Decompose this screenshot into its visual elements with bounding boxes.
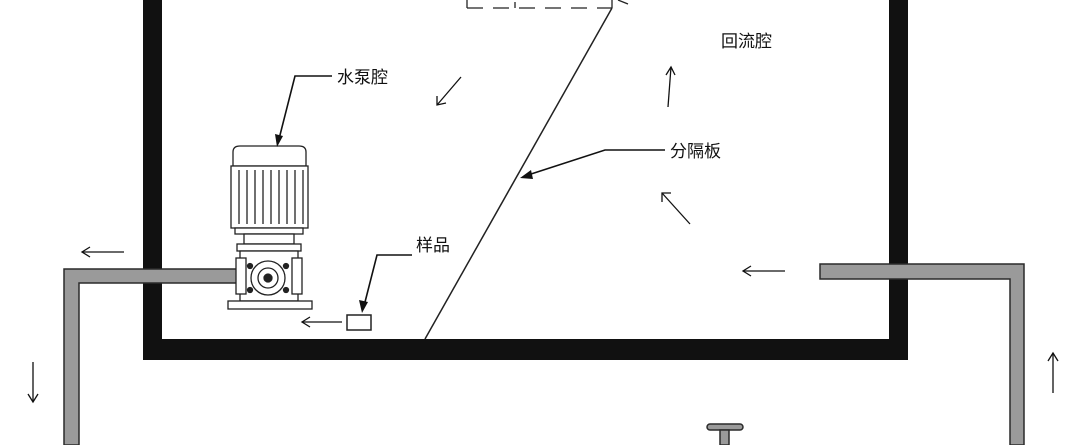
leader-partition xyxy=(527,149,665,176)
pump-icon xyxy=(227,145,313,310)
label-sample: 样品 xyxy=(416,236,450,256)
motor-fins xyxy=(238,170,304,224)
top-dashed-component xyxy=(466,0,629,9)
label-partition: 分隔板 xyxy=(670,142,721,162)
flow-arrow-pump-chamber xyxy=(436,76,462,106)
flow-arrow-return-up xyxy=(665,65,676,108)
flow-arrow-sample-left xyxy=(300,316,342,328)
label-pump-chamber: 水泵腔 xyxy=(337,68,388,88)
flow-arrow-icon xyxy=(27,65,1059,404)
leader-sample xyxy=(363,254,412,307)
label-return-chamber: 回流腔 xyxy=(721,32,772,52)
valve-icon xyxy=(706,423,744,445)
flow-arrow-outlet-left xyxy=(80,246,124,258)
tank-bottom-wall xyxy=(143,339,908,360)
flow-arrow-inlet-left xyxy=(741,265,785,277)
leader-arrowheads xyxy=(275,134,533,313)
leader-pump-chamber xyxy=(278,75,332,140)
sample-box xyxy=(346,314,372,331)
tank-right-wall xyxy=(889,0,908,360)
partition-plate xyxy=(424,7,613,340)
right-inlet-pipe xyxy=(819,263,1025,445)
leader-lines xyxy=(278,75,665,307)
tank-left-wall xyxy=(143,0,162,360)
flow-arrow-up xyxy=(1047,351,1059,393)
flow-arrow-down xyxy=(27,362,39,404)
flow-arrow-return-diagonal xyxy=(661,192,691,225)
